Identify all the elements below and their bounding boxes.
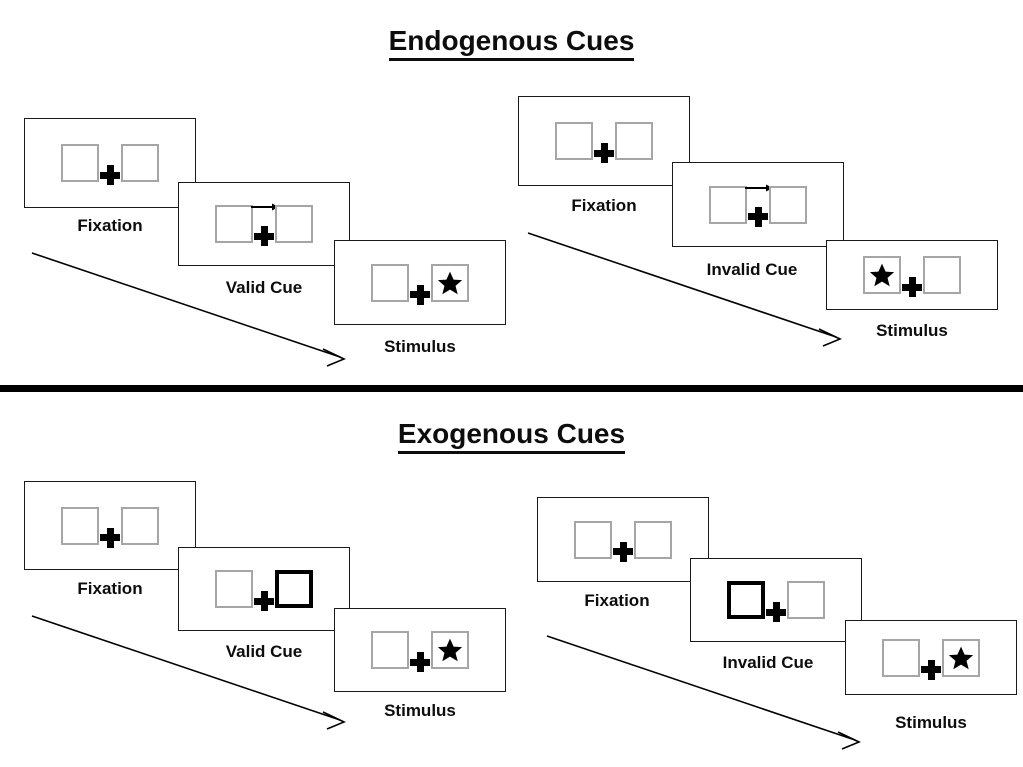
right-placeholder-box [121,144,159,182]
right-target-box [942,638,980,677]
time-arrow-icon [527,232,842,347]
panel-exogenous-invalid-fixation [537,497,709,582]
left-target-box [863,256,901,294]
left-placeholder-box [882,638,920,677]
section-title-exogenous: Exogenous Cues [0,418,1023,454]
fixation-cross-icon [100,527,120,548]
left-placeholder-box [215,205,253,243]
fixation-cross-icon [254,591,274,611]
fixation-cross-icon [748,206,768,227]
right-placeholder-box [615,122,653,160]
section-divider [0,385,1023,392]
left-placeholder-box [555,122,593,160]
fixation-cross-icon [254,226,274,246]
panel-label-endogenous-invalid-cue: Invalid Cue [706,260,798,279]
panel-content [691,559,861,641]
panel-content [673,163,843,246]
panel-exogenous-valid-stimulus [334,608,506,692]
panel-content [846,621,1016,694]
right-cued-box [275,570,313,608]
center-column [409,261,431,305]
panel-label-exogenous-valid-fixation: Fixation [77,579,143,598]
left-placeholder-box [61,506,99,545]
left-placeholder-box [574,520,612,559]
star-icon [437,638,463,662]
center-column [99,141,121,185]
time-arrow-icon [31,615,346,730]
panel-endogenous-valid-cue [178,182,350,266]
star-icon [437,271,463,294]
center-column [765,578,787,622]
panel-content [335,609,505,691]
fixation-cross-icon [410,652,430,672]
right-placeholder-box [769,185,807,224]
center-column [99,504,121,548]
panel-content [538,498,708,581]
panel-content [335,241,505,324]
panel-label-endogenous-valid-cue: Valid Cue [225,278,303,297]
center-column [253,567,275,611]
time-arrow-icon [546,635,861,750]
fixation-cross-icon [410,284,430,305]
panel-endogenous-valid-stimulus [334,240,506,325]
fixation-cross-icon [921,659,941,680]
panel-endogenous-invalid-cue [672,162,844,247]
section-title-exogenous-text: Exogenous Cues [397,418,626,454]
panel-label-endogenous-invalid-fixation: Fixation [571,196,637,215]
panel-content [179,183,349,265]
panel-label-exogenous-valid-stimulus: Stimulus [384,701,456,720]
center-column [612,518,634,562]
panel-content [827,241,997,309]
right-placeholder-box [634,520,672,559]
panel-label-endogenous-valid-stimulus: Stimulus [384,337,456,356]
center-column [409,628,431,672]
left-placeholder-box [61,144,99,182]
panel-content [25,482,195,569]
center-column [745,183,773,227]
section-title-endogenous: Endogenous Cues [0,25,1023,61]
panel-label-endogenous-invalid-stimulus: Stimulus [876,321,948,340]
panel-content [25,119,195,207]
fixation-cross-icon [594,143,614,163]
right-target-box [431,631,469,669]
left-cued-box [727,581,765,619]
panel-label-exogenous-invalid-stimulus: Stimulus [895,713,967,732]
panel-content [519,97,689,185]
panel-exogenous-valid-cue [178,547,350,631]
panel-endogenous-invalid-fixation [518,96,690,186]
center-column [920,636,942,680]
panel-label-endogenous-valid-fixation: Fixation [77,216,143,235]
time-arrow-icon [31,252,346,367]
fixation-cross-icon [613,541,633,562]
star-icon [869,263,895,287]
right-target-box [431,263,469,302]
section-title-endogenous-text: Endogenous Cues [388,25,635,61]
fixation-cross-icon [902,277,922,297]
panel-content [179,548,349,630]
panel-label-exogenous-invalid-fixation: Fixation [584,591,650,610]
panel-endogenous-invalid-stimulus [826,240,998,310]
fixation-cross-icon [766,602,786,622]
panel-label-exogenous-invalid-cue: Invalid Cue [722,653,814,672]
star-icon [948,646,974,669]
center-column [901,253,923,297]
left-placeholder-box [371,631,409,669]
right-placeholder-box [787,581,825,619]
panel-exogenous-valid-fixation [24,481,196,570]
panel-exogenous-invalid-cue [690,558,862,642]
panel-label-exogenous-valid-cue: Valid Cue [225,642,303,661]
center-column [251,202,279,246]
left-placeholder-box [371,263,409,302]
right-placeholder-box [923,256,961,294]
right-placeholder-box [121,506,159,545]
panel-endogenous-valid-fixation [24,118,196,208]
right-placeholder-box [275,205,313,243]
left-placeholder-box [215,570,253,608]
fixation-cross-icon [100,165,120,185]
left-placeholder-box [709,185,747,224]
panel-exogenous-invalid-stimulus [845,620,1017,695]
center-column [593,119,615,163]
